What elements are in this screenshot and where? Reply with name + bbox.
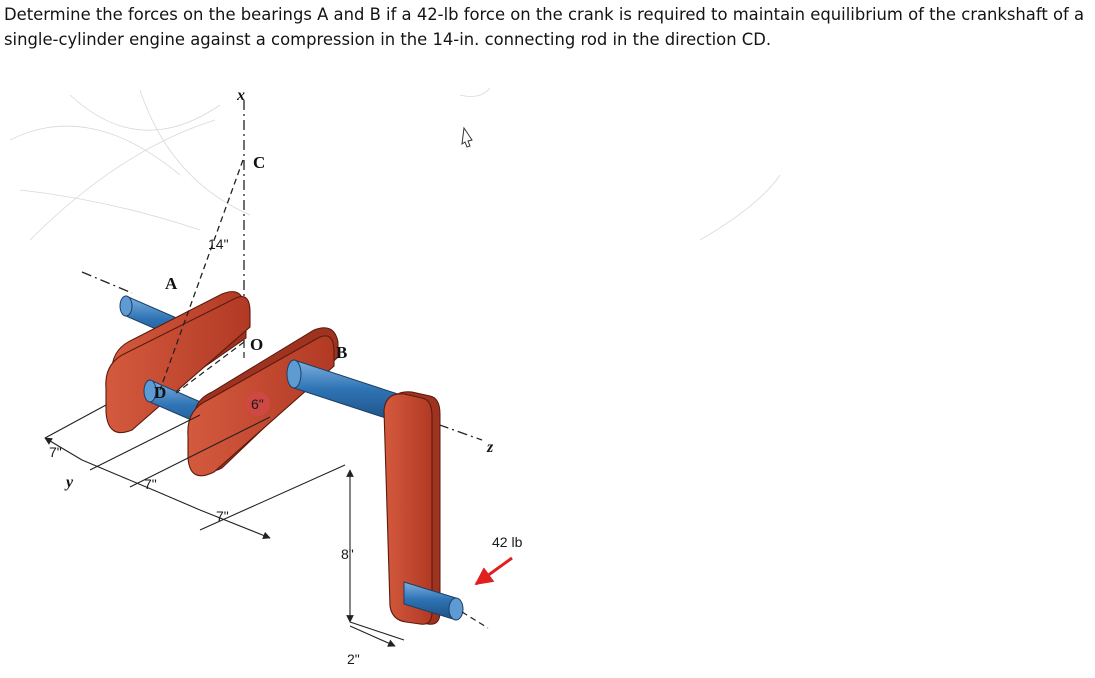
dim-handle: 2" [347, 651, 360, 667]
dim-crank-arm: 8" [341, 546, 354, 562]
label-a: A [165, 274, 178, 293]
z-axis-line [419, 417, 483, 441]
force-arrow [474, 556, 513, 586]
label-c: C [253, 153, 265, 172]
dimension-lines [44, 404, 405, 647]
dim-right-span: 7" [216, 508, 229, 524]
crank-offset-lines [175, 341, 245, 394]
crank-offset-highlight [246, 392, 270, 416]
problem-line-1: Determine the forces on the bearings A a… [4, 5, 1085, 24]
crank-handle [403, 581, 489, 629]
cursor-icon [461, 126, 473, 148]
force-label: 42 lb [492, 534, 523, 550]
connecting-rod-line [159, 159, 244, 391]
crank-arm [383, 391, 441, 625]
axis-label-x: x [236, 87, 245, 104]
problem-line-2: single-cylinder engine against a compres… [4, 30, 772, 49]
axis-labels: x y z [64, 87, 494, 491]
applied-force: 42 lb [474, 534, 523, 586]
dim-rod-length: 14" [208, 236, 229, 252]
dimension-labels: 14" 6" 7" 7" 7" 8" 2" [49, 236, 360, 667]
axis-label-y: y [64, 474, 74, 491]
shaft-axis-left [81, 271, 133, 294]
axis-label-z: z [486, 439, 494, 456]
dim-crank-offset: 6" [251, 396, 264, 412]
background-scribbles [9, 87, 781, 241]
label-b: B [336, 343, 347, 362]
point-labels: A B C D O [154, 153, 347, 402]
problem-statement: Determine the forces on the bearings A a… [4, 2, 1092, 52]
dim-mid-span: 7" [144, 476, 157, 492]
dim-left-span: 7" [49, 444, 62, 460]
label-o: O [250, 335, 263, 354]
label-d: D [154, 383, 166, 402]
